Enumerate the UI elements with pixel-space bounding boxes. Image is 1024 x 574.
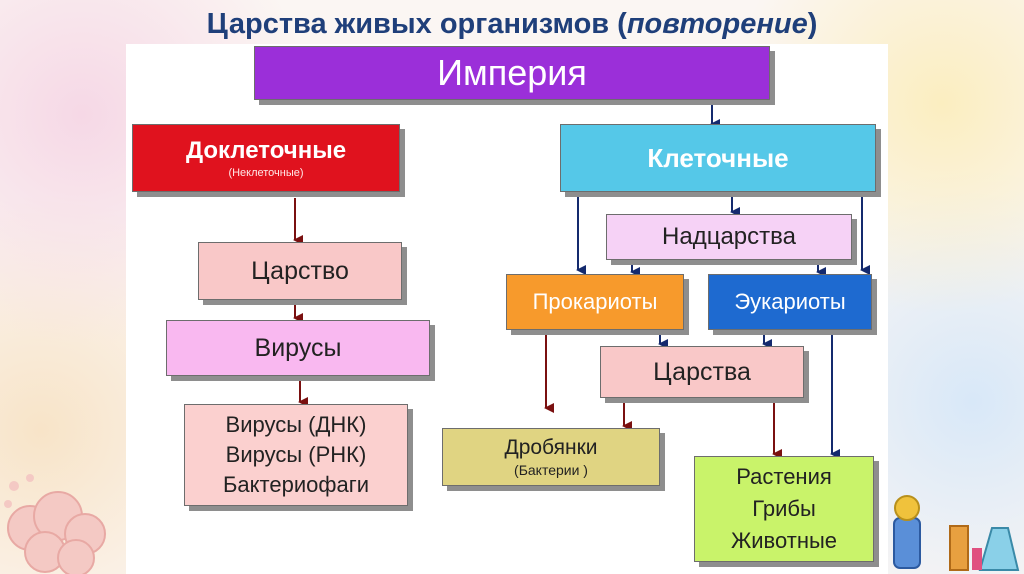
title-italic: повторение [626, 8, 808, 40]
node-superkingdoms: Надцарства [606, 214, 852, 260]
node-viruses-label: Вирусы [254, 333, 342, 362]
node-virus-types: Вирусы (ДНК) Вирусы (РНК) Бактериофаги [184, 404, 408, 506]
title-end: ) [807, 8, 818, 40]
node-cellular: Клеточные [560, 124, 876, 192]
page-title: Царства живых организмов (повторение) [0, 8, 1024, 41]
lab-equipment-illustration [893, 495, 1020, 571]
euk-kingdom-fungi: Грибы [752, 496, 816, 521]
virus-type-rna: Вирусы (РНК) [225, 442, 367, 467]
euk-kingdom-plants: Растения [736, 464, 832, 489]
node-eukaryotes: Эукариоты [708, 274, 872, 330]
node-kingdom-single: Царство [198, 242, 402, 300]
node-euk-kingdoms: Растения Грибы Животные [694, 456, 874, 562]
title-main: Царства живых организмов ( [206, 8, 627, 40]
node-precellular-sublabel: (Неклеточные) [228, 167, 304, 179]
node-empire-label: Империя [437, 52, 587, 93]
virus-type-dna: Вирусы (ДНК) [225, 412, 367, 437]
node-kingdom-single-label: Царство [251, 256, 349, 285]
node-kingdoms-label: Царства [653, 357, 751, 386]
node-cellular-label: Клеточные [647, 142, 789, 173]
node-empire: Империя [254, 46, 770, 100]
node-drobyanki-sublabel: (Бактерии ) [514, 462, 588, 478]
node-precellular: Доклеточные (Неклеточные) [132, 124, 400, 192]
node-kingdoms: Царства [600, 346, 804, 398]
node-prokaryotes-label: Прокариоты [532, 289, 658, 314]
euk-kingdom-animals: Животные [730, 528, 838, 553]
cloud-illustration [4, 474, 106, 574]
node-precellular-label: Доклеточные [185, 137, 347, 164]
node-viruses: Вирусы [166, 320, 430, 376]
node-eukaryotes-label: Эукариоты [734, 289, 846, 314]
node-drobyanki-label: Дробянки [504, 436, 598, 459]
virus-type-bacteriophages: Бактериофаги [222, 472, 370, 497]
node-prokaryotes: Прокариоты [506, 274, 684, 330]
node-drobyanki: Дробянки (Бактерии ) [442, 428, 660, 486]
node-superkingdoms-label: Надцарства [662, 223, 796, 250]
